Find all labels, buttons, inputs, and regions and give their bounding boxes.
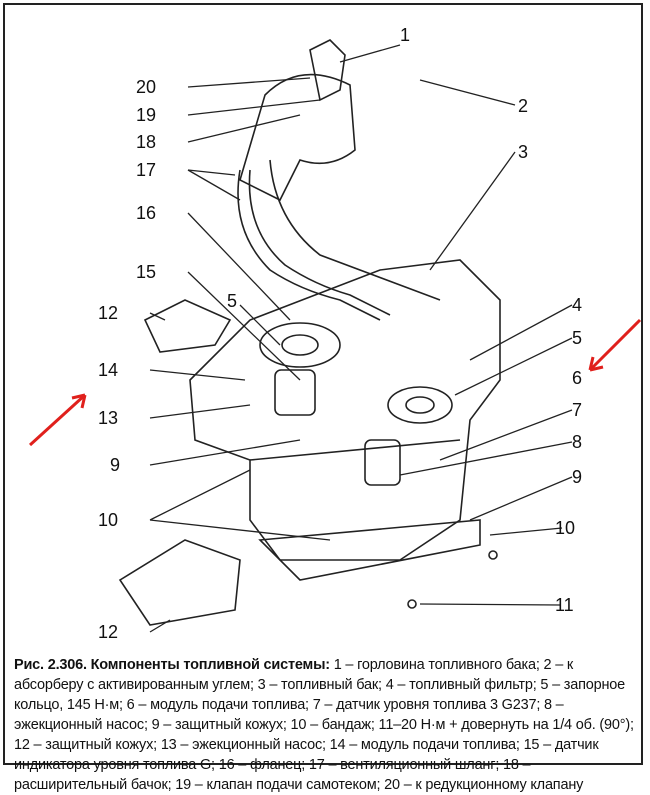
label-8: 8: [572, 432, 583, 452]
label-5-right: 5: [572, 328, 583, 348]
red-arrow-right: [588, 318, 642, 372]
label-6: 6: [572, 368, 583, 388]
expansion-tank: [239, 73, 356, 202]
fuel-pump-module-left: [259, 322, 341, 368]
label-1: 1: [400, 25, 411, 45]
label-12-bottom: 12: [98, 622, 119, 642]
label-17: 17: [136, 160, 157, 180]
label-18: 18: [136, 132, 157, 152]
caption-text: 1 – горловина топливного бака; 2 – к абс…: [14, 657, 634, 793]
figure-frame: [3, 3, 643, 765]
label-2: 2: [518, 96, 529, 116]
label-5-left: 5: [227, 291, 238, 311]
label-3: 3: [518, 142, 529, 162]
label-10-right: 10: [555, 518, 576, 538]
label-15: 15: [136, 262, 157, 282]
label-9-right: 9: [572, 467, 583, 487]
label-9-left: 9: [110, 455, 121, 475]
fuel-pump-module-right: [387, 386, 453, 424]
label-12-top: 12: [98, 303, 119, 323]
tank-band: [258, 519, 481, 581]
label-16: 16: [136, 203, 157, 223]
label-7: 7: [572, 400, 583, 420]
vent-hose: [237, 169, 381, 321]
label-11: 11: [555, 595, 574, 615]
filler-neck: [309, 39, 346, 102]
protective-cover-bottom: [118, 539, 241, 626]
label-20: 20: [136, 77, 157, 97]
protective-cover-top: [143, 299, 232, 353]
label-19: 19: [136, 105, 157, 125]
fuel-system-diagram: [28, 39, 642, 633]
label-13: 13: [98, 408, 119, 428]
red-arrow-left: [28, 393, 87, 447]
label-4: 4: [572, 295, 583, 315]
figure-caption: Рис. 2.306. Компоненты топливной системы…: [14, 655, 638, 795]
label-14: 14: [98, 360, 119, 380]
label-10-left: 10: [98, 510, 119, 530]
caption-title: Рис. 2.306. Компоненты топливной системы…: [14, 657, 330, 673]
